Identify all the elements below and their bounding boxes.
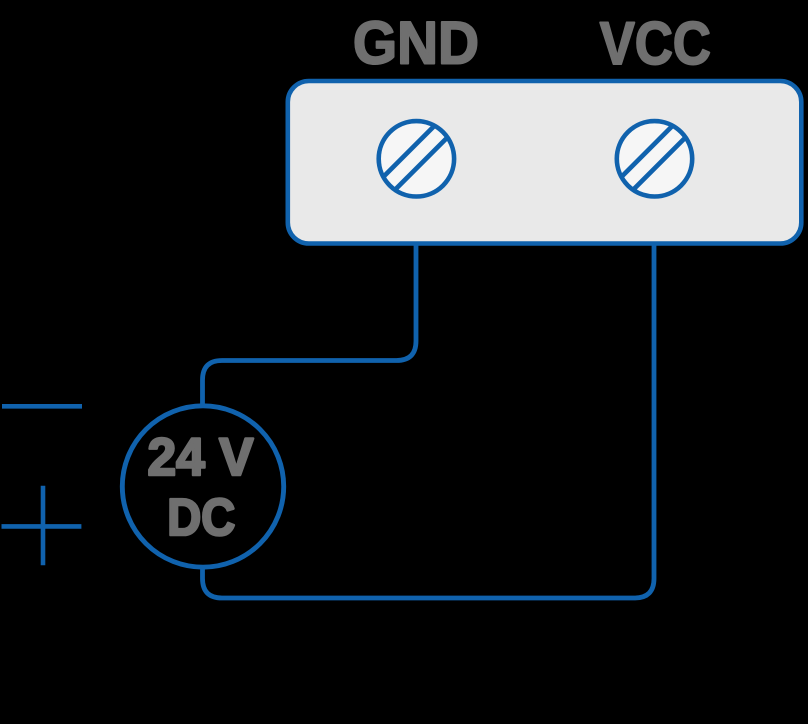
svg-text:24 V: 24 V [148,428,254,487]
svg-text:GND: GND [353,10,479,77]
svg-text:DC: DC [167,489,235,547]
svg-text:VCC: VCC [600,10,711,77]
